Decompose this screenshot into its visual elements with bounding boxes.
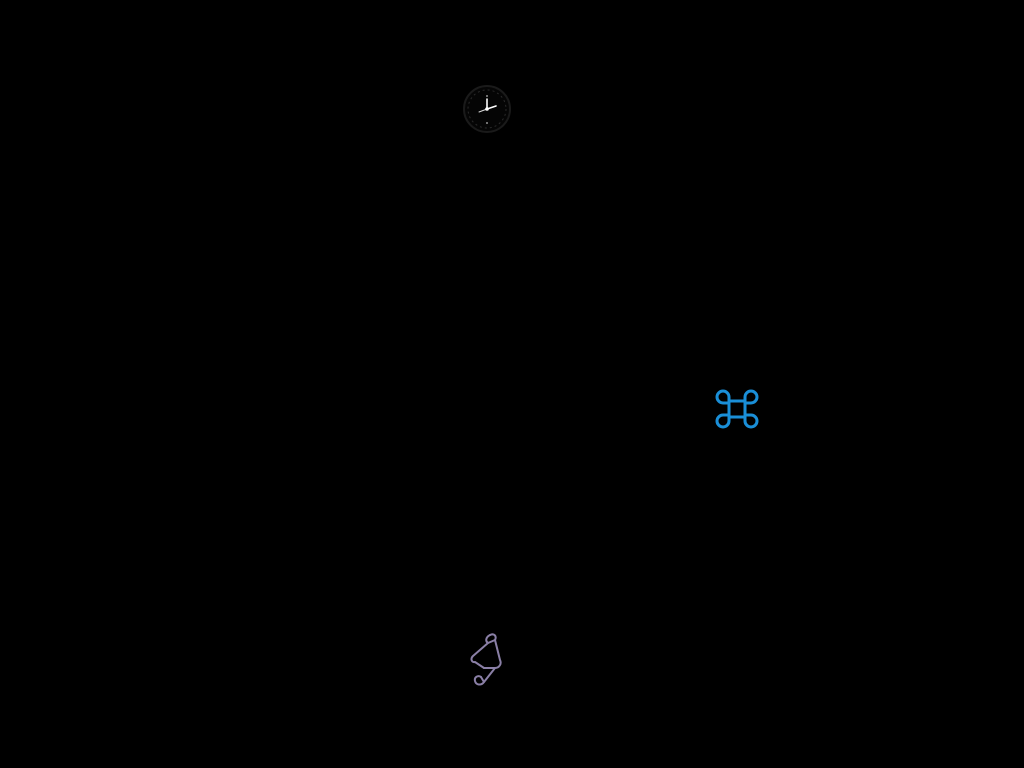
script-scroll-icon[interactable]	[464, 630, 508, 688]
command-key-icon[interactable]	[712, 385, 762, 433]
clock-icon[interactable]	[462, 84, 512, 134]
